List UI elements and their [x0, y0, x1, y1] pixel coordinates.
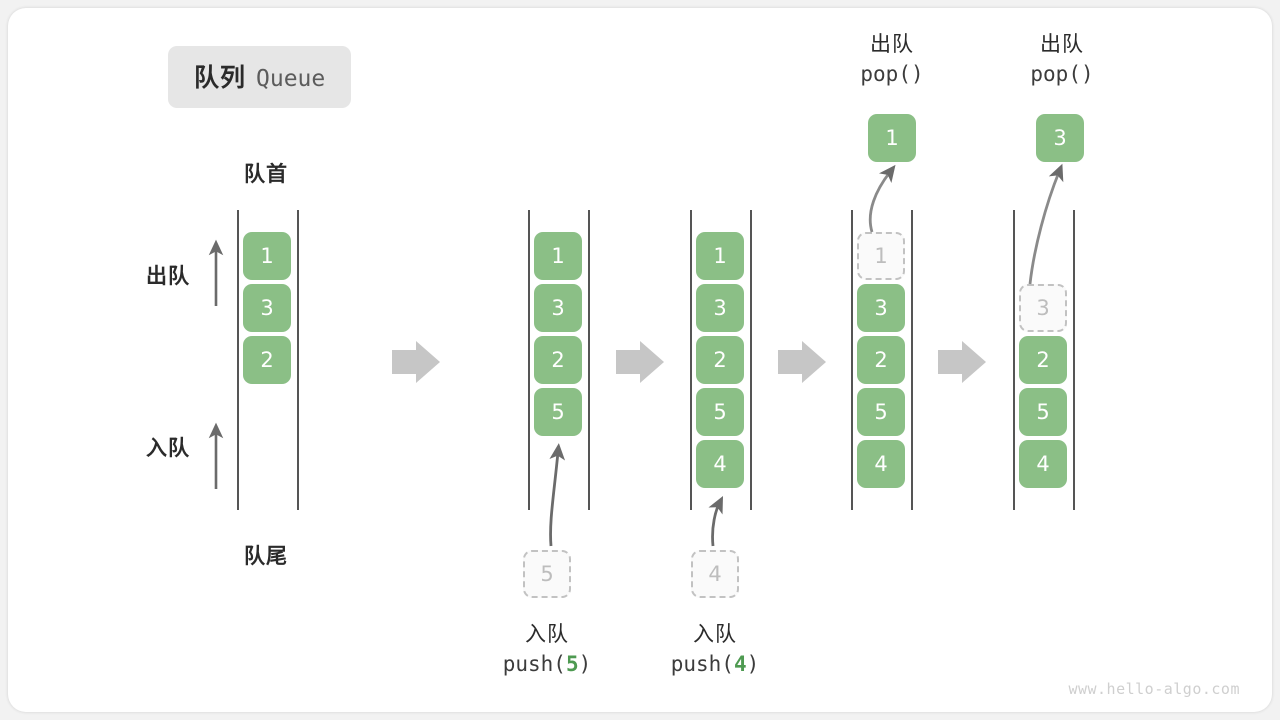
stage4-ghost-cell: 1 — [857, 232, 905, 280]
stage3-rail-left — [690, 210, 692, 510]
stage5-rail-left — [1013, 210, 1015, 510]
enqueue-direction-label: 入队 — [146, 436, 190, 460]
stage5-caption-code: pop() — [1030, 61, 1094, 86]
stage1-rail-right — [297, 210, 299, 510]
stage4-cell-3: 4 — [857, 440, 905, 488]
diagram-card — [8, 8, 1272, 712]
stage3-cell-0: 1 — [696, 232, 744, 280]
stage3-cell-3: 5 — [696, 388, 744, 436]
stage1-cell-1: 3 — [243, 284, 291, 332]
stage2-cell-2: 2 — [534, 336, 582, 384]
stage3-cell-2: 2 — [696, 336, 744, 384]
stage2-cell-0: 1 — [534, 232, 582, 280]
stage3-caption-num: 4 — [733, 651, 747, 676]
watermark: www.hello-algo.com — [1068, 680, 1240, 698]
stage4-rail-right — [911, 210, 913, 510]
stage2-rail-right — [588, 210, 590, 510]
stage4-cell-0: 3 — [857, 284, 905, 332]
stage1-cell-0: 1 — [243, 232, 291, 280]
stage2-caption-code: push(5) — [502, 651, 592, 676]
stage4-caption: 出队 pop() — [812, 30, 972, 90]
stage3-caption-code: push(4) — [670, 651, 760, 676]
stage4-rail-left — [851, 210, 853, 510]
stage2-caption-cn: 入队 — [525, 622, 569, 646]
queue-rear-label: 队尾 — [244, 544, 288, 568]
stage3-cell-4: 4 — [696, 440, 744, 488]
title-label-cn: 队列 — [194, 63, 247, 92]
stage5-cell-2: 4 — [1019, 440, 1067, 488]
dequeue-direction-label: 出队 — [146, 264, 190, 288]
stage2-cell-3: 5 — [534, 388, 582, 436]
stage2-ghost-cell: 5 — [523, 550, 571, 598]
stage3-caption: 入队 push(4) — [625, 620, 805, 680]
stage3-caption-cn: 入队 — [693, 622, 737, 646]
stage2-caption-num: 5 — [565, 651, 579, 676]
stage2-rail-left — [528, 210, 530, 510]
queue-front-label: 队首 — [244, 162, 288, 186]
stage5-caption-cn: 出队 — [1040, 32, 1084, 56]
stage4-popped-cell: 1 — [868, 114, 916, 162]
stage3-cell-1: 3 — [696, 284, 744, 332]
stage3-rail-right — [750, 210, 752, 510]
stage2-cell-1: 3 — [534, 284, 582, 332]
stage5-rail-right — [1073, 210, 1075, 510]
stage5-popped-cell: 3 — [1036, 114, 1084, 162]
title-label-en: Queue — [256, 66, 326, 92]
title-badge: 队列 Queue — [168, 46, 352, 108]
stage5-ghost-cell: 3 — [1019, 284, 1067, 332]
stage1-rail-left — [237, 210, 239, 510]
stage2-caption: 入队 push(5) — [457, 620, 637, 680]
stage4-caption-code: pop() — [860, 61, 924, 86]
stage4-cell-1: 2 — [857, 336, 905, 384]
stage3-ghost-cell: 4 — [691, 550, 739, 598]
stage5-cell-1: 5 — [1019, 388, 1067, 436]
stage1-cell-2: 2 — [243, 336, 291, 384]
stage4-caption-cn: 出队 — [870, 32, 914, 56]
stage5-caption: 出队 pop() — [982, 30, 1142, 90]
stage5-cell-0: 2 — [1019, 336, 1067, 384]
stage4-cell-2: 5 — [857, 388, 905, 436]
